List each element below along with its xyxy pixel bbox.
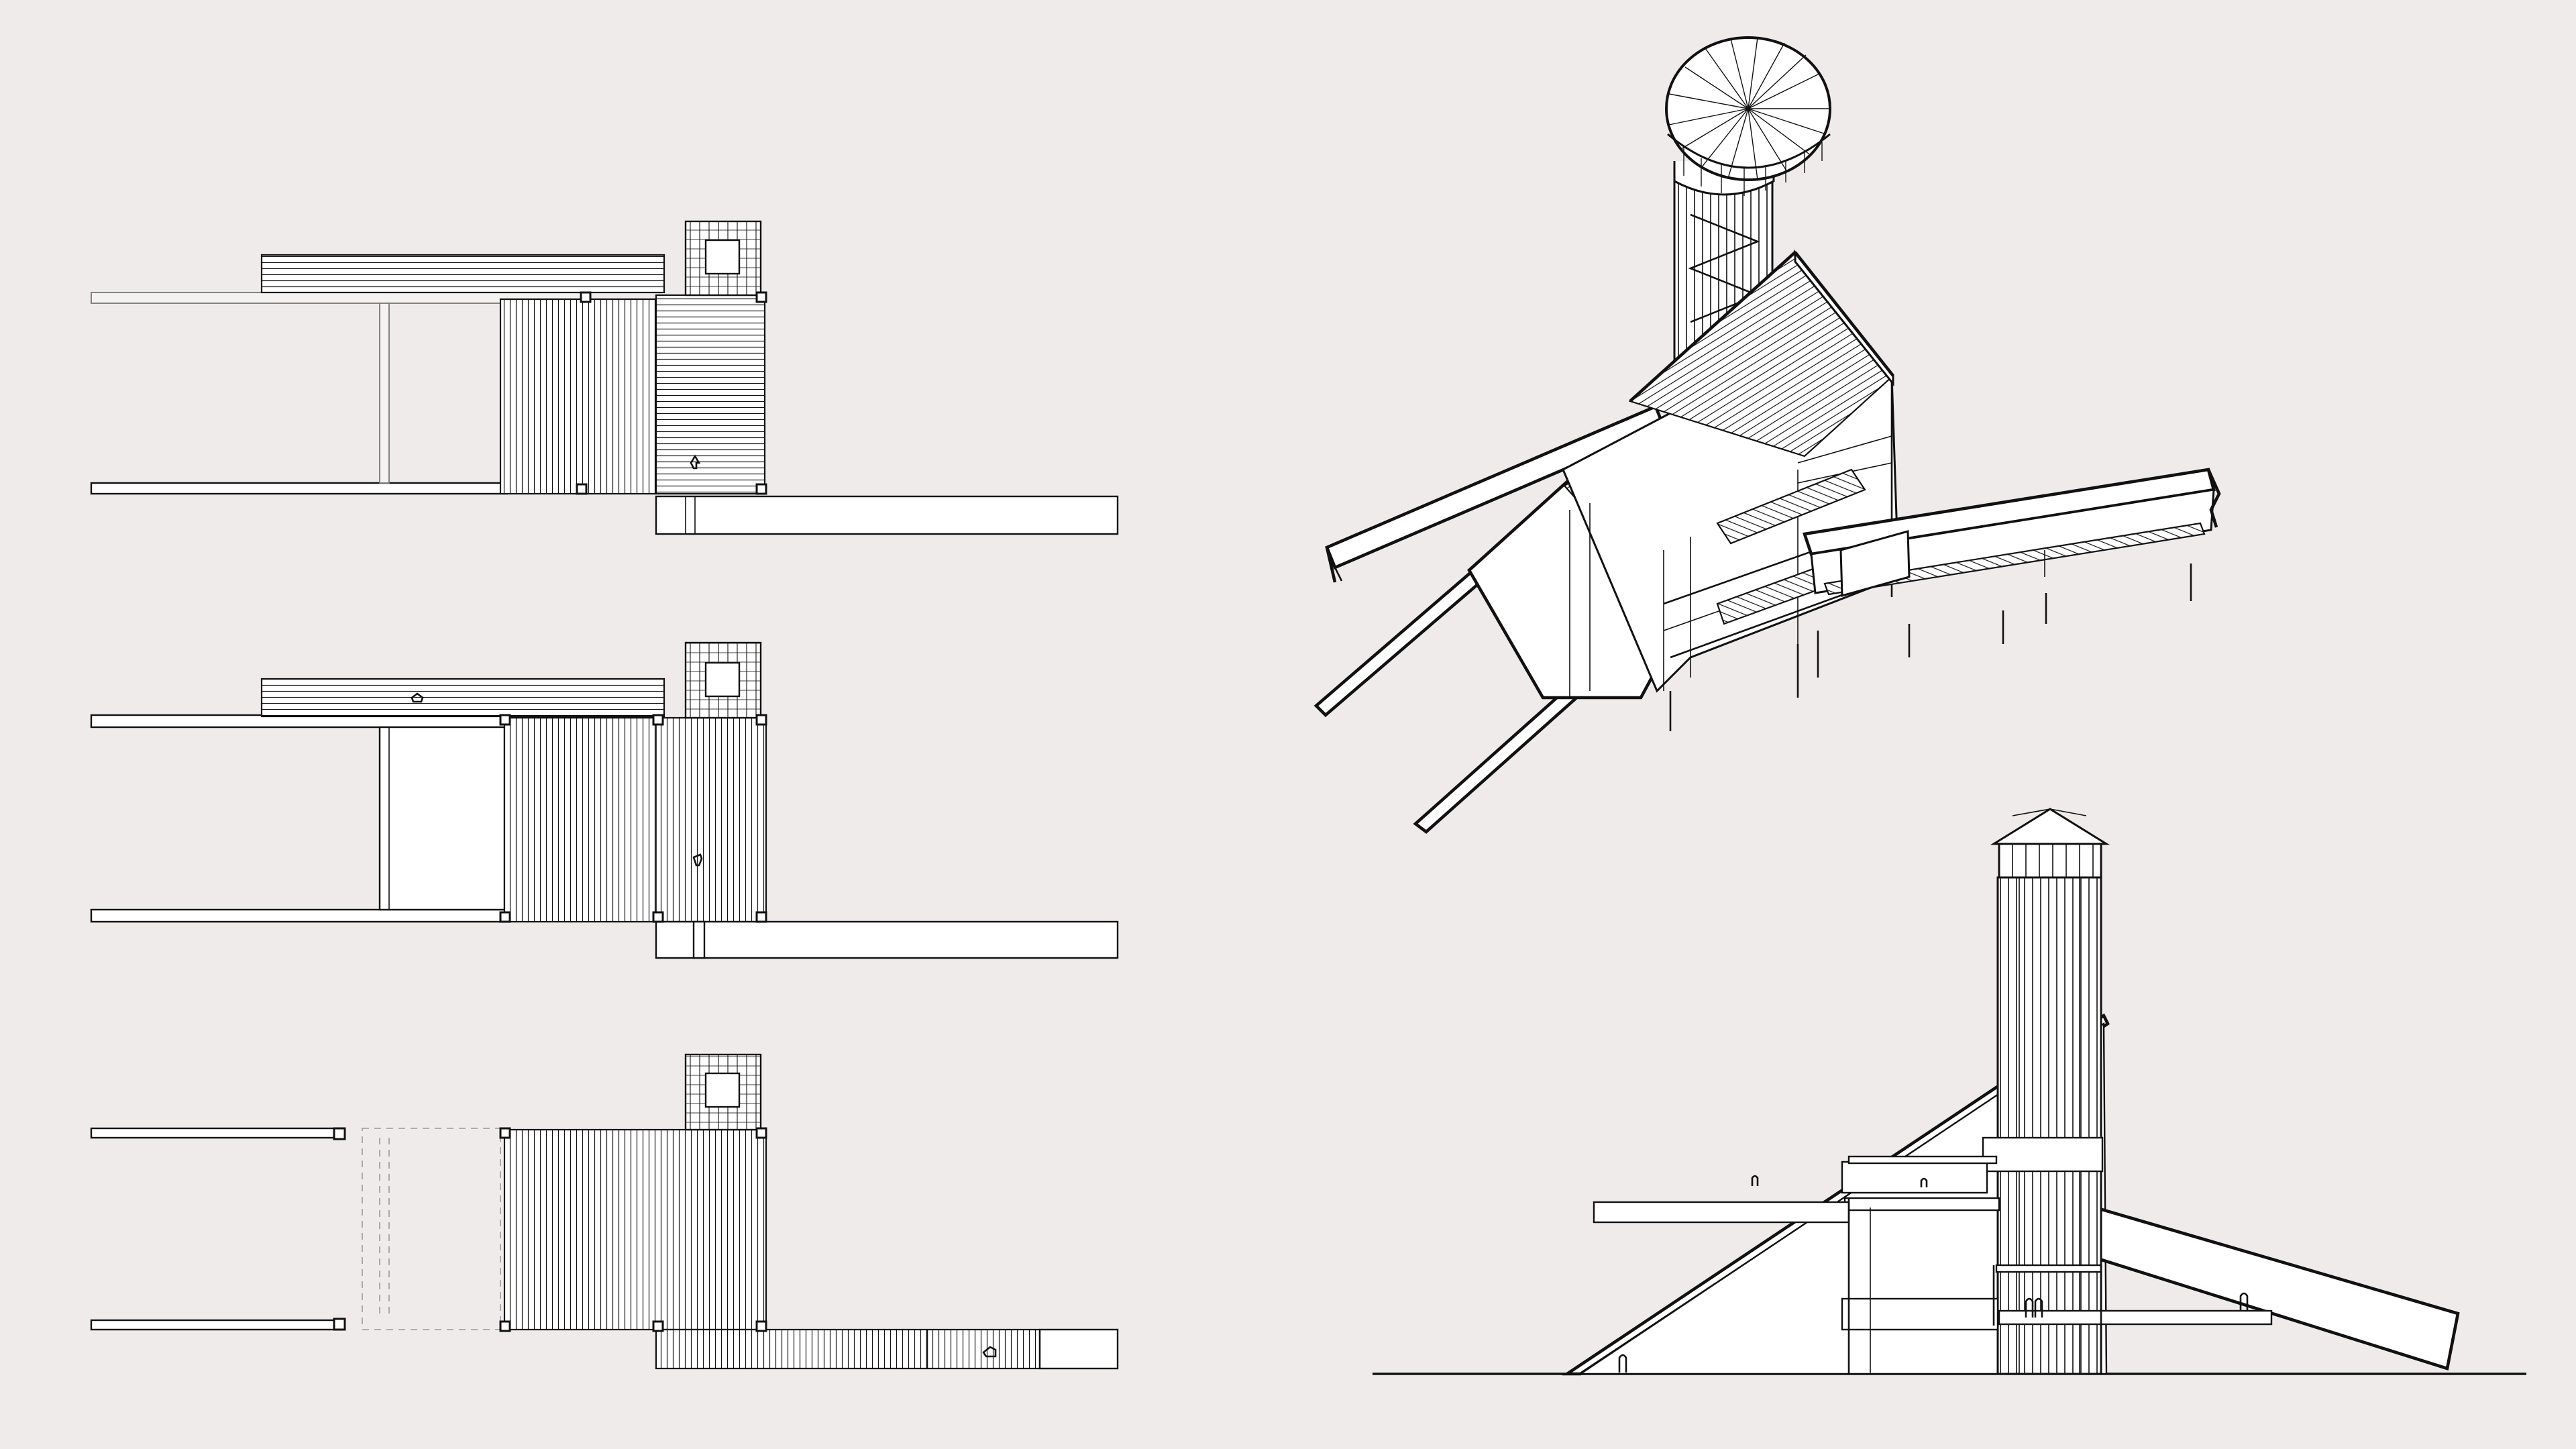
roof-plan-ramp (655, 495, 1119, 535)
axo-roof-rays (1668, 37, 1830, 180)
roof-plan-top-slab (260, 254, 665, 294)
person-figure (692, 853, 703, 867)
section-landing-upper (1982, 1136, 2104, 1173)
section-view (1373, 808, 2526, 1376)
roof-plan-lower-beam (90, 482, 508, 495)
section-people (1618, 1175, 2249, 1373)
upper-plan-ramp (655, 920, 1119, 959)
roof-plan-stair-block (655, 294, 766, 495)
ground-plan-dashed-outline (362, 1128, 501, 1330)
axo-stair-1 (1716, 468, 1866, 545)
upper-plan-floor (503, 716, 767, 923)
roof-plan-main-block (499, 298, 657, 495)
section-floor-0 (1841, 1297, 1999, 1331)
ground-plan-top-beam (90, 1127, 341, 1139)
post (576, 483, 588, 495)
upper-plan-bottom-beam (90, 908, 508, 923)
ground-plan-floor (503, 1128, 767, 1331)
ground-plan-ramp (655, 1328, 1041, 1370)
roof-plan-tower-core (704, 239, 741, 275)
upper-plan-void (378, 726, 506, 911)
axo-ramp-deck (1823, 522, 2206, 596)
ground-plan-bottom-beam (90, 1319, 341, 1331)
roof-plan-column-line (379, 303, 390, 484)
roof-plan (90, 220, 1119, 535)
post (755, 483, 767, 495)
section-tower-shaft (1996, 876, 2102, 1375)
person-figure (411, 692, 424, 703)
post (580, 291, 592, 303)
axonometric-view (1313, 36, 2221, 834)
section-bridge (1998, 1309, 2273, 1326)
person-figure (982, 1346, 997, 1358)
section-tower-cap (1990, 808, 2110, 845)
upper-floor-plan (90, 641, 1119, 959)
post (755, 291, 767, 303)
ground-floor-plan (90, 1053, 1119, 1370)
section-floor-1 (1843, 1197, 2000, 1212)
upper-plan-top-slab (260, 678, 665, 718)
axo-balcony (1839, 530, 1911, 597)
section-left-cantilever (1593, 1201, 1850, 1224)
person-figure (690, 454, 701, 470)
section-roof-slope (1562, 1013, 2110, 1376)
